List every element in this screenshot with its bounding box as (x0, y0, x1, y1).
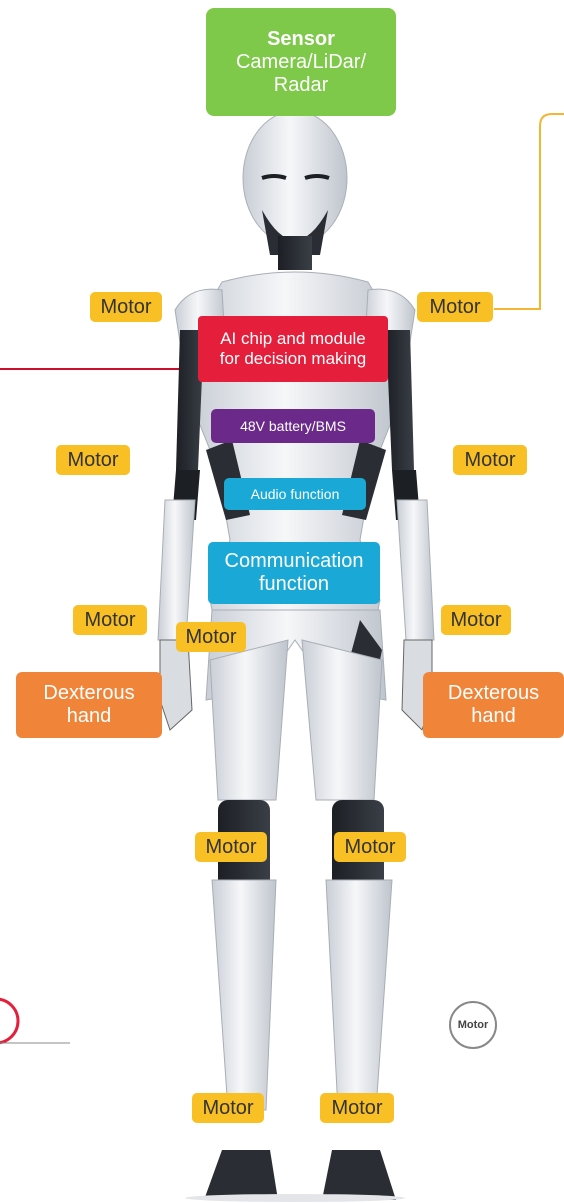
hand-left-line1: Dexterous (43, 682, 135, 704)
robot-head (242, 110, 348, 246)
ai-chip-line2: for decision making (219, 349, 367, 368)
communication-line1: Communication (224, 550, 364, 572)
dexterous-hand-right: Dexterous hand (423, 672, 564, 738)
battery-box: 48V battery/BMS (211, 409, 375, 443)
motor-right-knee: Motor (334, 832, 406, 862)
motor-left-knee: Motor (195, 832, 267, 862)
motor-right-shoulder: Motor (417, 292, 493, 322)
motor-right-wrist: Motor (441, 605, 511, 635)
communication-function-box: Communication function (208, 542, 380, 604)
motor-left-shoulder: Motor (90, 292, 162, 322)
highlight-circle (0, 997, 20, 1045)
motor-left-elbow: Motor (56, 445, 130, 475)
sensor-title: Sensor (267, 27, 335, 50)
robot-right-leg (301, 639, 383, 801)
motor-right-elbow: Motor (453, 445, 527, 475)
sensor-line2: Radar (273, 73, 329, 96)
sensor-box: Sensor Camera/LiDar/ Radar (206, 8, 396, 116)
audio-function-box: Audio function (224, 478, 366, 510)
hand-left-line2: hand (66, 705, 112, 727)
hand-right-line2: hand (471, 705, 516, 727)
motor-left-wrist: Motor (73, 605, 147, 635)
sensor-line1: Camera/LiDar/ (235, 50, 367, 73)
ai-chip-box: AI chip and module for decision making (198, 316, 388, 382)
sensor-connector-line (494, 113, 564, 310)
motor-right-ankle: Motor (320, 1093, 394, 1123)
motor-icon: Motor (449, 1001, 497, 1049)
hand-right-line1: Dexterous (447, 682, 540, 704)
ai-chip-line1: AI chip and module (220, 329, 366, 349)
dexterous-hand-left: Dexterous hand (16, 672, 162, 738)
motor-left-ankle: Motor (192, 1093, 264, 1123)
communication-line2: function (258, 573, 330, 595)
robot-left-leg (209, 639, 289, 801)
motor-hip: Motor (176, 622, 246, 652)
